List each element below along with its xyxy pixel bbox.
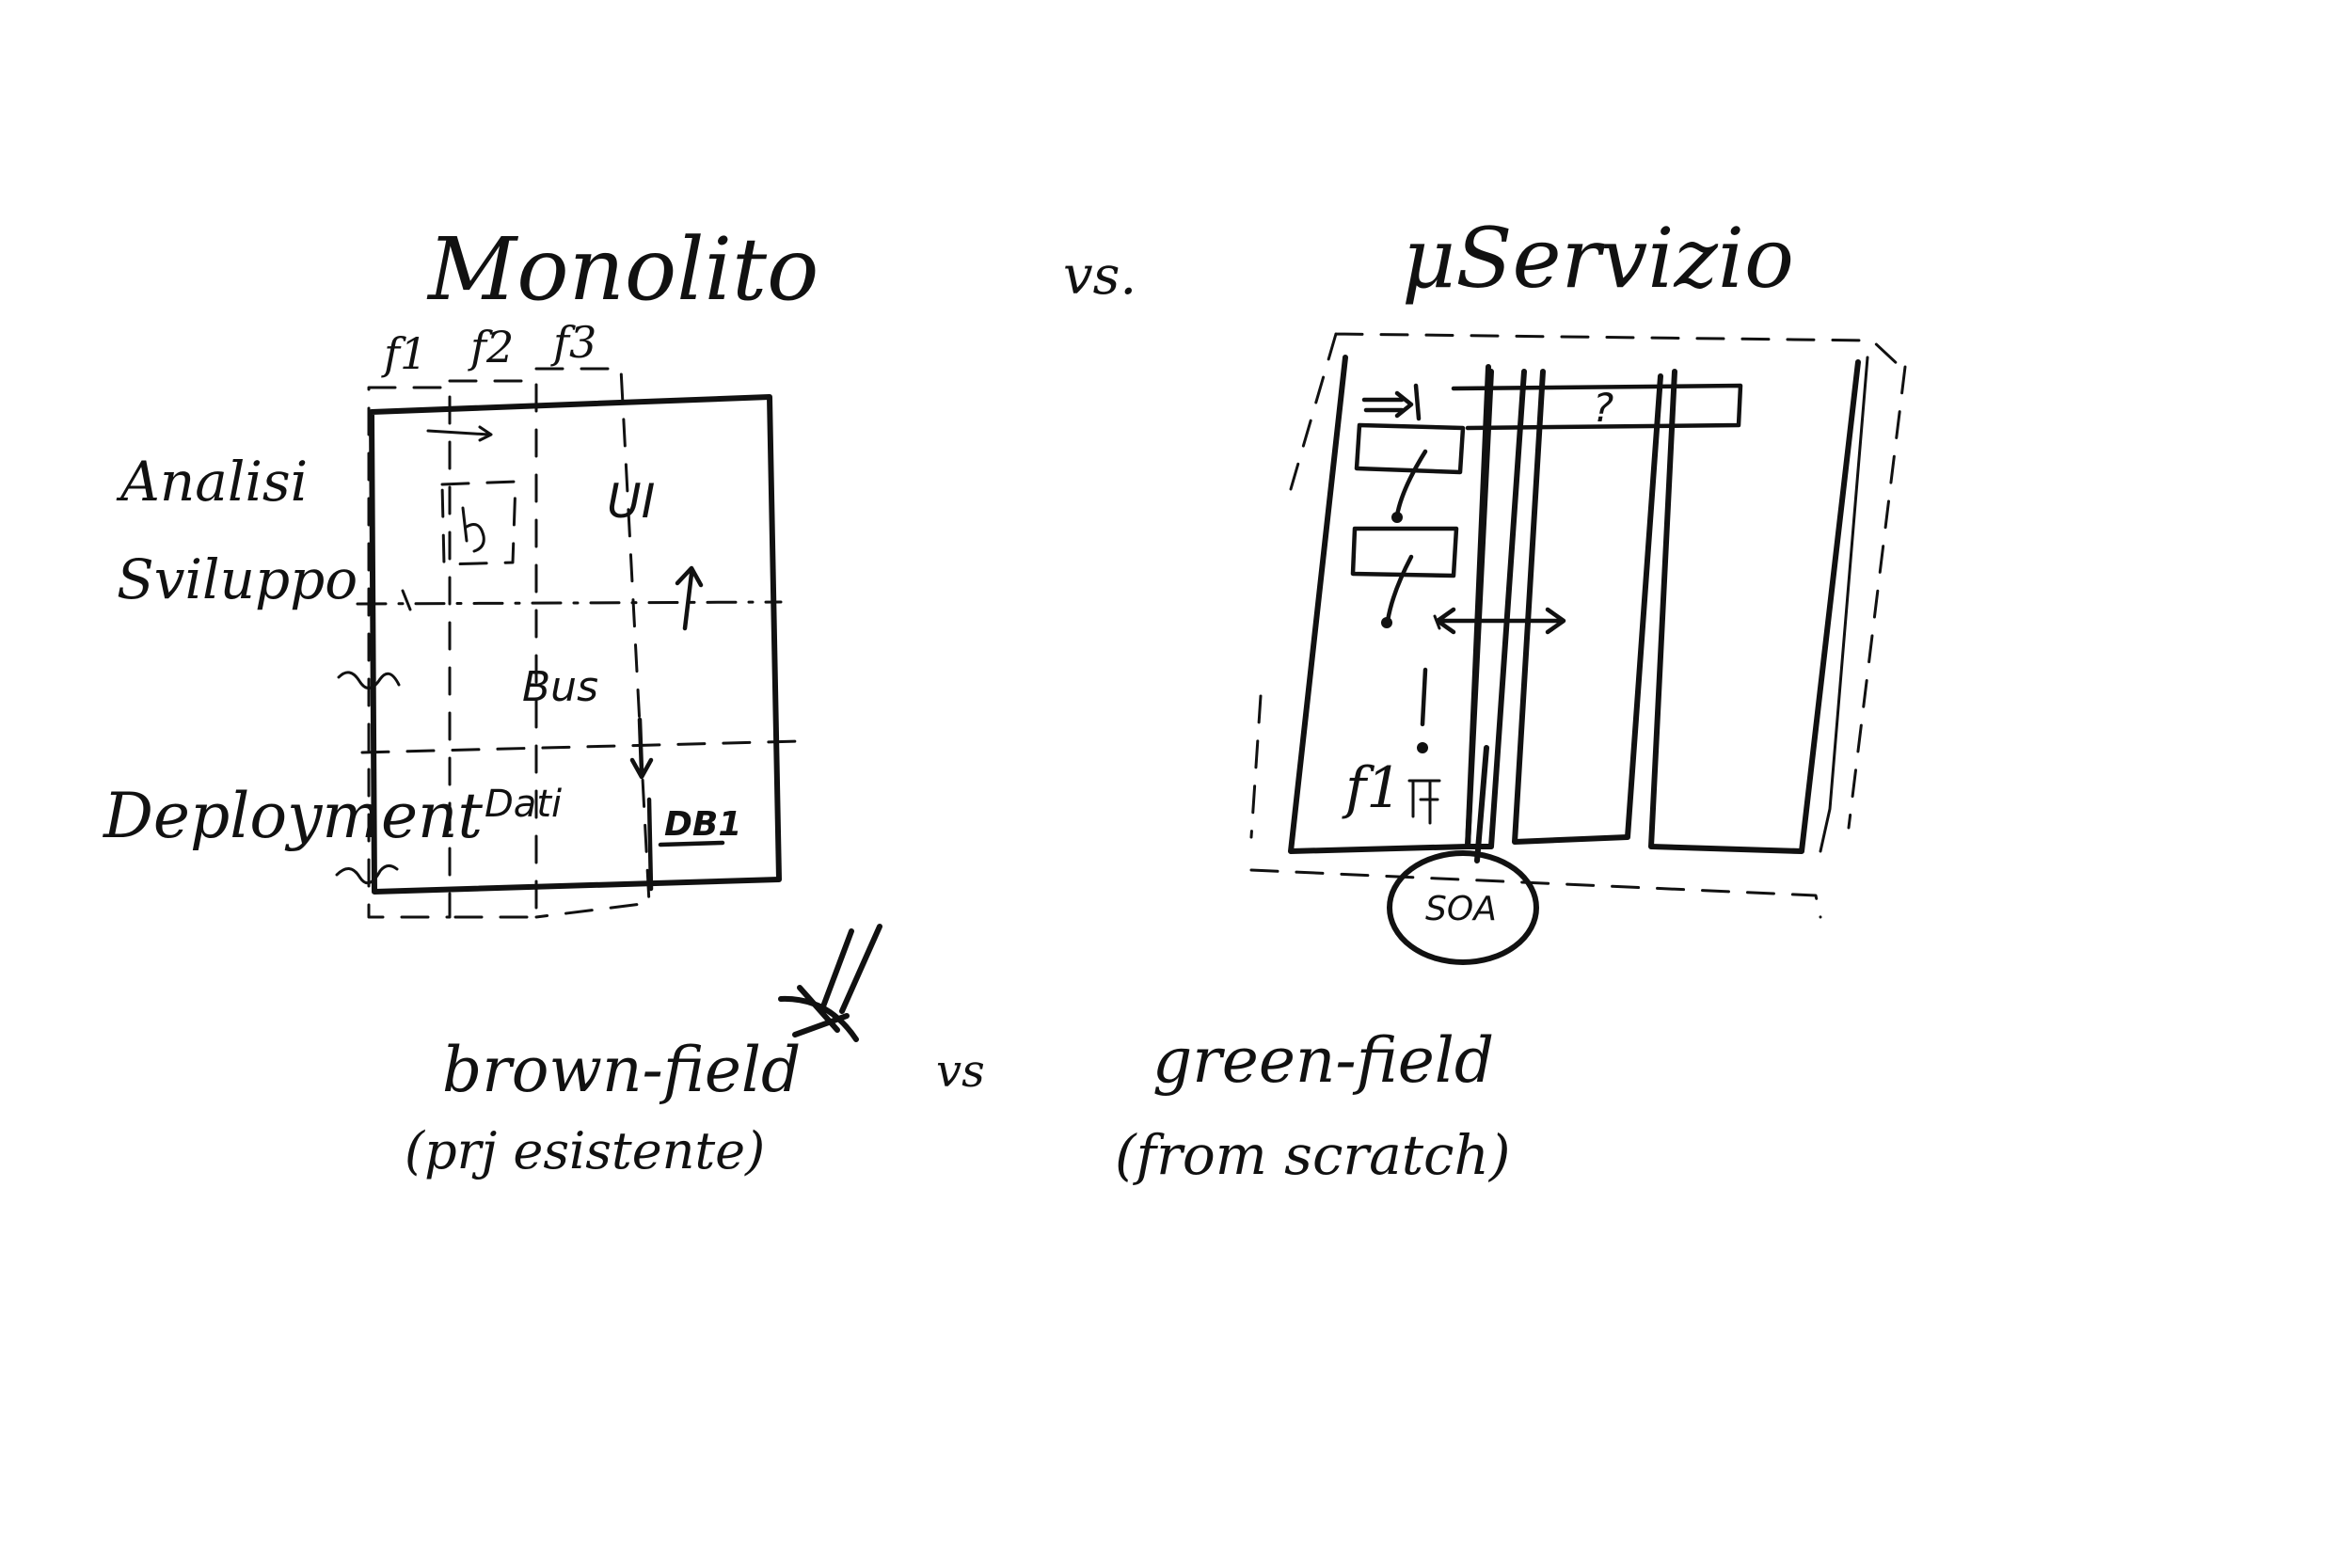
row-divider [360, 739, 802, 754]
feature-column-outline [367, 386, 452, 919]
feature-column-outline [534, 367, 651, 919]
db-underline [658, 840, 725, 847]
block-link [1385, 554, 1414, 624]
block-shape [1350, 526, 1459, 578]
brown-field-title: brown-field [442, 1034, 801, 1106]
small-dashed-box [440, 480, 517, 566]
cell-bus: Bus [522, 663, 598, 711]
cell-ui: UI [607, 474, 655, 529]
connector-dot [1381, 617, 1392, 628]
cell-dati: Dati [485, 783, 562, 826]
service-column [1512, 369, 1663, 845]
tiny-block-icon [1407, 779, 1441, 825]
small-sketch [461, 506, 485, 553]
indicator-dot [1417, 742, 1428, 753]
arrow-left-right [426, 425, 493, 442]
green-field-subtitle: (from scratch) [1115, 1123, 1511, 1187]
row-label-deployment: Deployment [103, 780, 484, 852]
bottom-comparison: brown-field (prj esistente) vs green-fie… [405, 1024, 1511, 1187]
monolith-diagram: Monolito f1 f2 f3 Analisi Sviluppo Deplo… [103, 219, 818, 919]
feature-label-f2: f2 [468, 322, 514, 372]
entry-arrow [1361, 383, 1422, 421]
vertical-arrow [675, 565, 704, 631]
monolith-box [369, 394, 782, 895]
green-field-title: green-field [1152, 1024, 1494, 1097]
feature-label-f3: f3 [550, 317, 596, 368]
row-divider [356, 600, 783, 606]
tick-mark [1433, 614, 1441, 630]
dashed-indicator [1420, 667, 1428, 727]
bidirectional-arrow [1435, 607, 1566, 635]
bottom-vs: vs [936, 1045, 985, 1098]
block-shape [1354, 422, 1466, 475]
feature-label-f1: f1 [381, 328, 427, 379]
top-bar [1451, 383, 1743, 431]
microservice-diagram: μServizio ? f1 SOA [1249, 210, 1907, 965]
block-link [1394, 449, 1428, 518]
db-divider [646, 797, 654, 892]
service-column [1648, 359, 1861, 854]
hatch-mark [778, 924, 882, 1042]
connector-dot [1391, 512, 1403, 523]
vertical-arrow [629, 717, 654, 780]
soa-ellipse [1387, 850, 1539, 965]
microservice-title: μServizio [1402, 210, 1794, 307]
soa-label: SOA [1425, 890, 1497, 928]
squiggle-mark [335, 864, 399, 885]
vs-separator: vs. [1063, 245, 1136, 307]
brown-field-subtitle: (prj esistente) [405, 1121, 765, 1180]
soa-link [1474, 745, 1489, 863]
microservice-frame [1249, 332, 1907, 919]
squiggle-mark [337, 671, 401, 689]
question-mark: ? [1593, 385, 1613, 431]
row-label-analisi: Analisi [116, 450, 308, 514]
row-label-sviluppo: Sviluppo [117, 547, 358, 611]
monolith-title: Monolito [426, 219, 818, 320]
cell-db: DB1 [664, 805, 741, 844]
service-column-edge [1819, 356, 1869, 853]
tick-mark [401, 589, 412, 611]
microservice-feature-label: f1 [1342, 755, 1402, 821]
